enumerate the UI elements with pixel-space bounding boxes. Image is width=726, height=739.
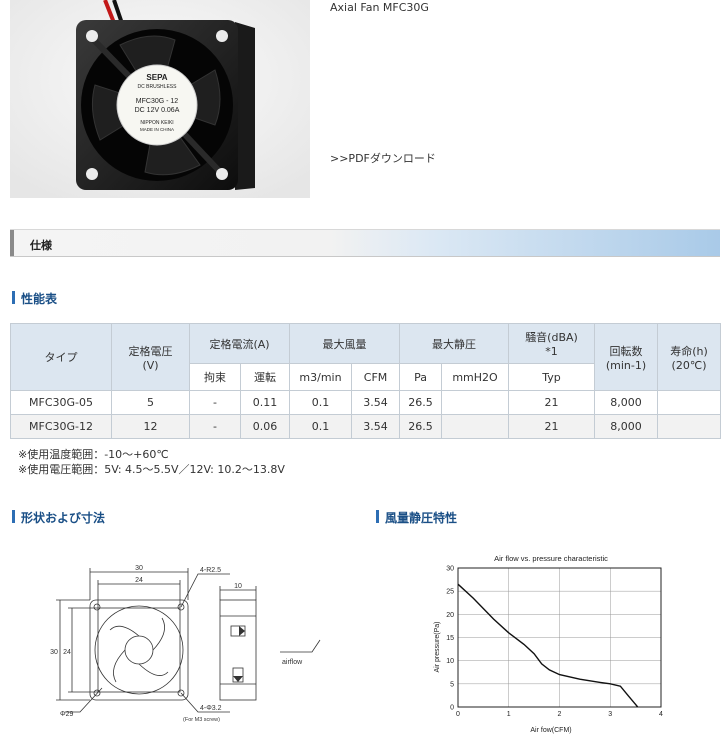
y-tick-label: 5 <box>450 681 454 688</box>
cell-voltage: 5 <box>111 390 190 415</box>
cell-noise: 21 <box>508 390 596 415</box>
dim-depth: 10 <box>234 583 242 590</box>
cell-m3min: 0.1 <box>289 414 353 439</box>
dimensions-heading: 形状および寸法 <box>12 509 105 526</box>
th-sub-cfm: CFM <box>351 363 401 391</box>
x-tick-label: 2 <box>558 711 562 718</box>
y-tick-label: 0 <box>450 705 454 712</box>
y-tick-label: 25 <box>446 589 454 596</box>
pq-heading: 風量静圧特性 <box>376 509 457 526</box>
th-sub-mmh2o: mmH2O <box>441 363 510 391</box>
x-tick-label: 1 <box>507 711 511 718</box>
dim-diameter: Φ29 <box>60 711 73 718</box>
photo-type: DC BRUSHLESS <box>138 84 178 90</box>
y-tick-label: 15 <box>446 635 454 642</box>
pq-chart: Air flow vs. pressure characteristic 0 1 2… <box>434 554 663 734</box>
th-pressure: 最大静圧 <box>399 323 510 364</box>
dim-width-24: 24 <box>135 577 143 584</box>
cell-locked: - <box>189 390 241 415</box>
note-voltage: ※使用電圧範囲：5V: 4.5〜5.5V／12V: 10.2〜13.8V <box>18 463 285 476</box>
section-accent <box>10 230 14 256</box>
cell-mmh2o <box>441 390 510 415</box>
pdf-download-link[interactable]: >>PDFダウンロード <box>330 152 436 165</box>
product-photo: SEPA DC BRUSHLESS MFC30G - 12 DC 12V 0.0… <box>10 0 310 198</box>
product-title: Axial Fan MFC30G <box>330 1 429 14</box>
y-tick-label: 30 <box>446 566 454 573</box>
section-bar: 仕様 <box>10 229 720 257</box>
th-sub-typ: Typ <box>508 363 596 391</box>
cell-running: 0.11 <box>239 390 291 415</box>
photo-brand: SEPA <box>146 73 167 82</box>
cell-voltage: 12 <box>111 414 190 439</box>
dim-height-30: 30 <box>50 649 58 656</box>
th-sub-running: 運転 <box>239 363 291 391</box>
y-tick-label: 10 <box>446 658 454 665</box>
cell-pa: 26.5 <box>399 390 443 415</box>
th-type: タイプ <box>10 323 112 391</box>
chart-title: Air flow vs. pressure characteristic <box>494 554 608 563</box>
performance-table: タイプ 定格電圧 (V) 定格電流(A) 最大風量 最大静圧 騒音(dBA) *… <box>10 323 722 439</box>
chart-xlabel: Air fow(CFM) <box>530 727 571 734</box>
cell-type: MFC30G-05 <box>10 390 112 415</box>
section-title: 仕様 <box>30 239 52 252</box>
cell-cfm: 3.54 <box>351 414 401 439</box>
th-sub-locked: 拘束 <box>189 363 241 391</box>
cell-type: MFC30G-12 <box>10 414 112 439</box>
cell-noise: 21 <box>508 414 596 439</box>
pq-curve <box>457 583 639 708</box>
dimension-drawing: 30 24 30 24 4-R2.5 4-Φ3.2 (For M3 screw)… <box>50 565 321 723</box>
chart-frame <box>457 567 662 708</box>
dim-height-24: 24 <box>63 649 71 656</box>
table-row: MFC30G-12 12 - 0.06 0.1 3.54 26.5 21 8,0… <box>10 414 722 439</box>
th-flow: 最大風量 <box>289 323 401 364</box>
cell-speed: 8,000 <box>594 390 659 415</box>
table-row: MFC30G-05 5 - 0.11 0.1 3.54 26.5 21 8,00… <box>10 390 722 415</box>
photo-model: MFC30G - 12 <box>136 98 179 105</box>
cell-mmh2o <box>441 414 510 439</box>
cell-life <box>657 414 722 439</box>
note-temperature: ※使用温度範囲：-10〜+60℃ <box>18 448 169 461</box>
cell-m3min: 0.1 <box>289 390 353 415</box>
chart-plot: 0 1 2 3 4 0 5 10 15 20 25 30 <box>446 566 663 719</box>
th-noise: 騒音(dBA) *1 <box>508 323 596 364</box>
spec-notes: ※使用温度範囲：-10〜+60℃ ※使用電圧範囲：5V: 4.5〜5.5V／12… <box>18 447 285 477</box>
dim-screw: (For M3 screw) <box>183 717 220 723</box>
th-current: 定格電流(A) <box>188 323 291 364</box>
cell-speed: 8,000 <box>594 414 659 439</box>
y-tick-label: 20 <box>446 612 454 619</box>
th-voltage: 定格電圧 (V) <box>111 323 190 391</box>
x-tick-label: 0 <box>456 711 460 718</box>
dim-corner-radius: 4-R2.5 <box>200 567 221 574</box>
dim-hole: 4-Φ3.2 <box>200 705 222 712</box>
th-life: 寿命(h) (20℃) <box>657 323 722 391</box>
cell-cfm: 3.54 <box>351 390 401 415</box>
photo-origin: MADE IN CHINA <box>140 127 174 132</box>
photo-maker: NIPPON KEIKI <box>140 120 173 126</box>
x-tick-label: 4 <box>659 711 663 718</box>
cell-life <box>657 390 722 415</box>
th-sub-pa: Pa <box>399 363 443 391</box>
dim-width-30: 30 <box>135 565 143 572</box>
airflow-label: airflow <box>282 659 303 666</box>
cell-running: 0.06 <box>239 414 291 439</box>
cell-locked: - <box>189 414 241 439</box>
cell-pa: 26.5 <box>399 414 443 439</box>
photo-rating: DC 12V 0.06A <box>135 107 180 114</box>
th-sub-m3min: m3/min <box>289 363 353 391</box>
x-tick-label: 3 <box>608 711 612 718</box>
th-speed: 回転数 (min-1) <box>594 323 659 391</box>
performance-heading: 性能表 <box>12 290 57 307</box>
chart-ylabel: Air pressure(Pa) <box>434 622 441 673</box>
